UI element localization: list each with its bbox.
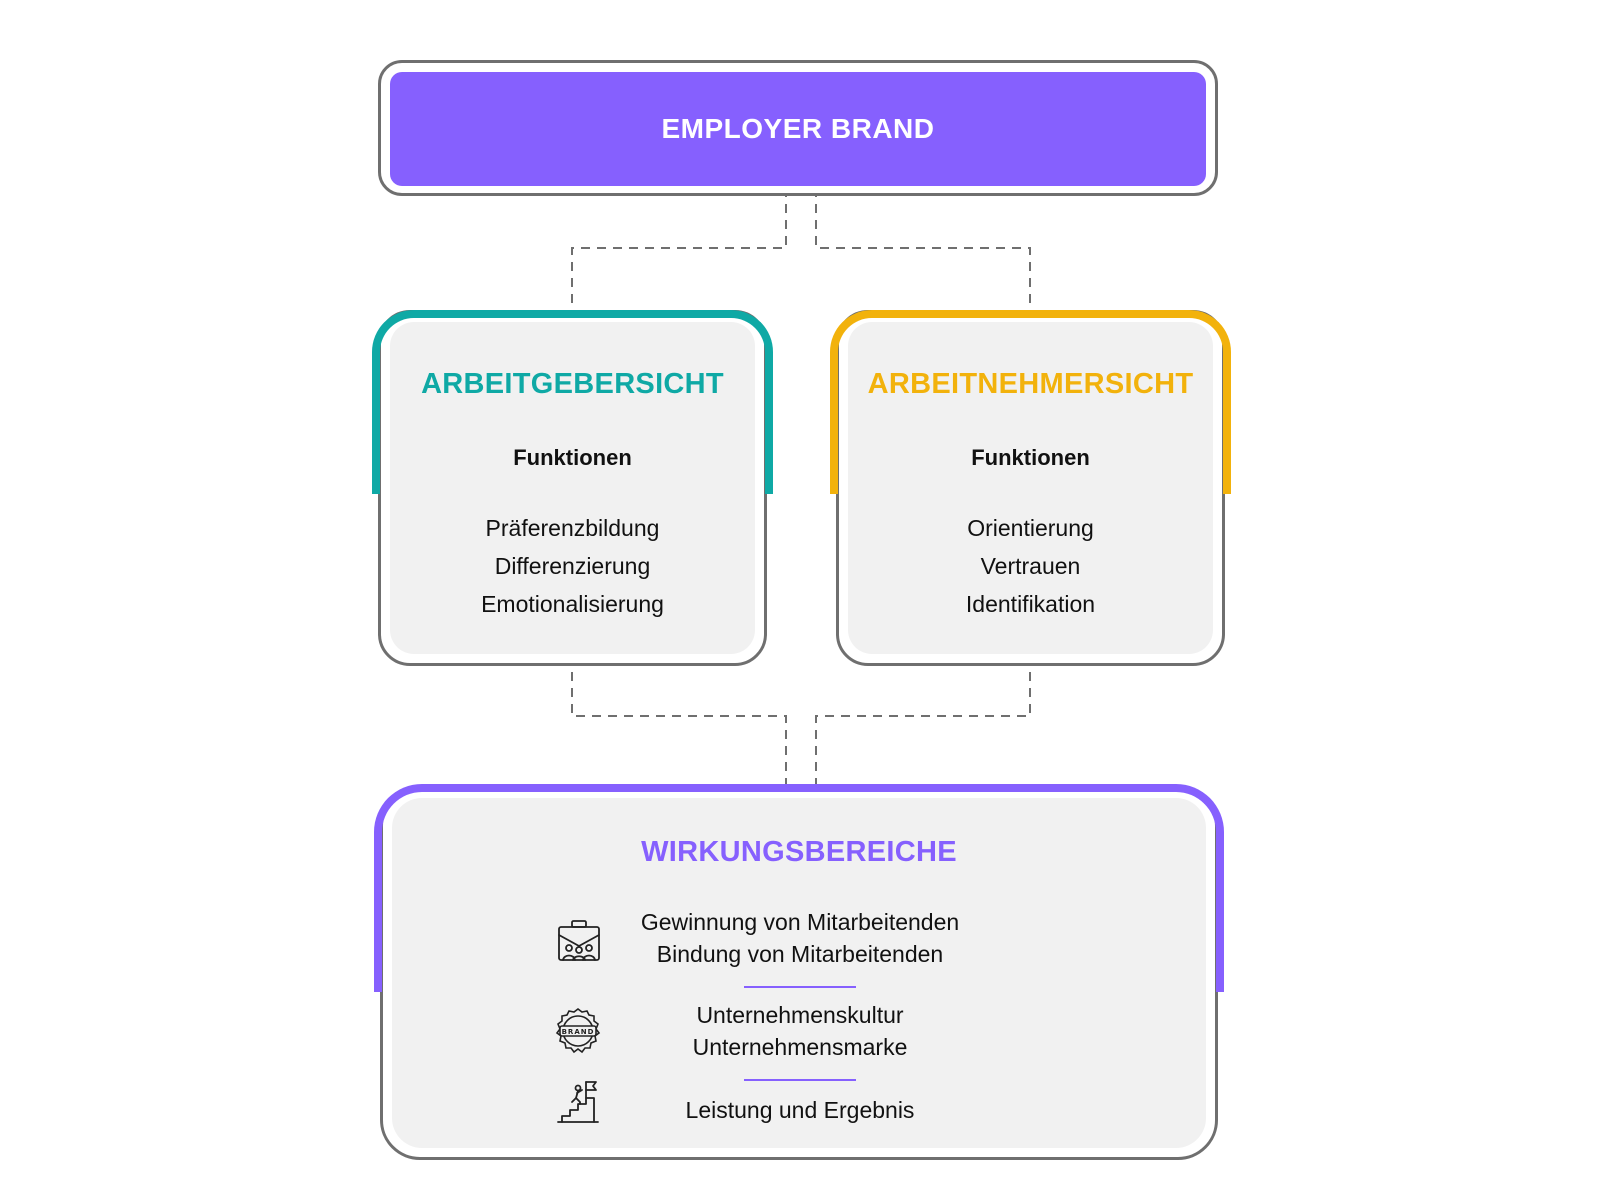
employer-brand-box: EMPLOYER BRAND [390,72,1206,186]
effect-line: Gewinnung von Mitarbeitenden [640,909,960,935]
employee-view-list: Orientierung Vertrauen Identifikation [966,509,1095,623]
employee-view-card: ARBEITNEHMERSICHT Funktionen Orientierun… [848,322,1213,654]
employer-view-title: ARBEITGEBERSICHT [421,368,724,400]
list-item: Präferenzbildung [485,515,660,541]
team-briefcase-icon [556,918,602,964]
connector-top-left [571,188,787,318]
effect-line: Bindung von Mitarbeitenden [656,941,944,967]
effect-line: Leistung und Ergebnis [685,1097,915,1123]
employee-view-title: ARBEITNEHMERSICHT [867,368,1194,400]
effect-divider [744,986,856,988]
effect-group-1: Gewinnung von Mitarbeitenden Bindung von… [610,906,990,970]
employer-view-accent [372,310,773,494]
list-item: Identifikation [965,591,1096,617]
effect-line: Unternehmensmarke [692,1034,908,1060]
employer-view-card: ARBEITGEBERSICHT Funktionen Präferenzbil… [390,322,755,654]
brand-seal-icon: BRAND [554,1007,602,1055]
effect-group-2: Unternehmenskultur Unternehmensmarke [610,999,990,1063]
list-item: Emotionalisierung [481,591,664,617]
effects-title: WIRKUNGSBEREICHE [641,836,957,868]
stairs-flag-icon [556,1078,600,1124]
employer-view-list: Präferenzbildung Differenzierung Emotion… [481,509,664,623]
effects-accent [374,784,1224,992]
effect-divider [744,1079,856,1081]
connector-bottom-right [815,656,1031,794]
employer-view-subtitle: Funktionen [513,445,632,470]
employee-view-accent [830,310,1231,494]
list-item: Differenzierung [494,553,651,579]
employer-brand-title: EMPLOYER BRAND [661,113,935,144]
list-item: Orientierung [967,515,1094,541]
connector-top-right [815,188,1031,318]
effects-card [392,798,1206,1148]
employee-view-subtitle: Funktionen [971,445,1090,470]
effect-line: Unternehmenskultur [696,1002,904,1028]
connector-bottom-left [571,656,787,794]
list-item: Vertrauen [980,553,1081,579]
effect-group-3: Leistung und Ergebnis [610,1094,990,1126]
brand-seal-text: BRAND [562,1028,595,1036]
